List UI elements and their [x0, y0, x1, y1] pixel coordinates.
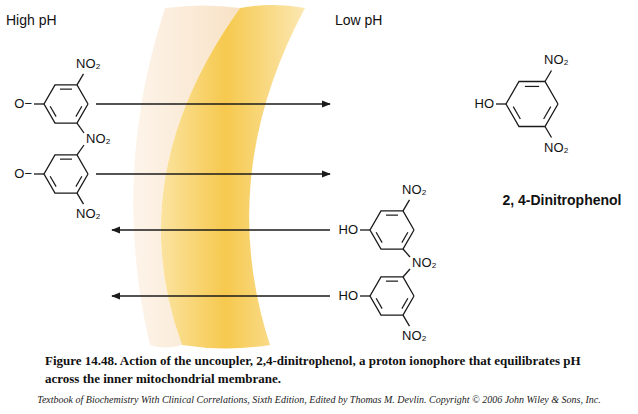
double-bond [402, 298, 408, 308]
ion-group: O− [14, 166, 32, 182]
bond-line [360, 229, 370, 230]
ph-label: High pH [6, 12, 57, 29]
double-bond [386, 281, 398, 282]
double-bond [544, 107, 551, 119]
bond-line [403, 249, 410, 257]
benzene-ring [506, 81, 558, 126]
nitro-group: NO₂ [402, 328, 427, 344]
nitro-group: NO₂ [412, 255, 437, 271]
bond-line [545, 127, 552, 138]
bond-line [360, 295, 370, 296]
bond-line [403, 269, 410, 277]
figure-caption: Figure 14.48. Action of the uncoupler, 2… [45, 352, 615, 387]
double-bond [376, 232, 382, 242]
double-bond [50, 176, 56, 186]
hydroxyl-group: HO [475, 96, 495, 112]
nitro-group: NO₂ [86, 131, 111, 147]
nitro-group: NO₂ [544, 53, 569, 69]
transport-arrow [96, 173, 330, 174]
bond-line [77, 74, 84, 85]
double-bond [402, 232, 408, 242]
nitro-group: NO₂ [76, 206, 101, 222]
double-bond [525, 86, 539, 87]
bond-line [77, 193, 84, 204]
bond-line [545, 70, 552, 81]
nitro-group: NO₂ [402, 182, 427, 198]
nitro-group: NO₂ [544, 140, 569, 156]
molecule-structures [34, 70, 558, 326]
double-bond [376, 298, 382, 308]
hydroxyl-group: HO [339, 288, 359, 304]
double-bond [76, 176, 82, 186]
membrane-inner-layer [161, 5, 305, 349]
ion-group: O− [14, 96, 32, 112]
bond-line [403, 200, 410, 211]
double-bond [386, 215, 398, 216]
hydroxyl-group: HO [339, 222, 359, 238]
transport-arrow [112, 295, 330, 296]
compound-name: 2, 4-Dinitrophenol [503, 192, 622, 209]
bond-line [403, 315, 410, 326]
bond-line [77, 145, 84, 155]
transport-arrow [96, 103, 330, 104]
ph-label: Low pH [335, 12, 382, 29]
benzene-ring [44, 155, 88, 193]
double-bond [513, 107, 520, 119]
benzene-ring [44, 85, 88, 123]
double-bond [50, 106, 56, 116]
benzene-ring [370, 211, 414, 249]
nitro-group: NO₂ [76, 56, 101, 72]
bond-line [77, 123, 84, 133]
benzene-ring [370, 277, 414, 315]
transport-arrows [96, 104, 330, 296]
double-bond [60, 159, 72, 160]
double-bond [76, 106, 82, 116]
bond-line [496, 103, 506, 104]
double-bond [60, 89, 72, 90]
transport-arrow [112, 229, 330, 230]
bond-line [34, 173, 44, 174]
bond-line [34, 103, 44, 104]
source-credit: Textbook of Biochemistry With Clinical C… [37, 394, 600, 406]
